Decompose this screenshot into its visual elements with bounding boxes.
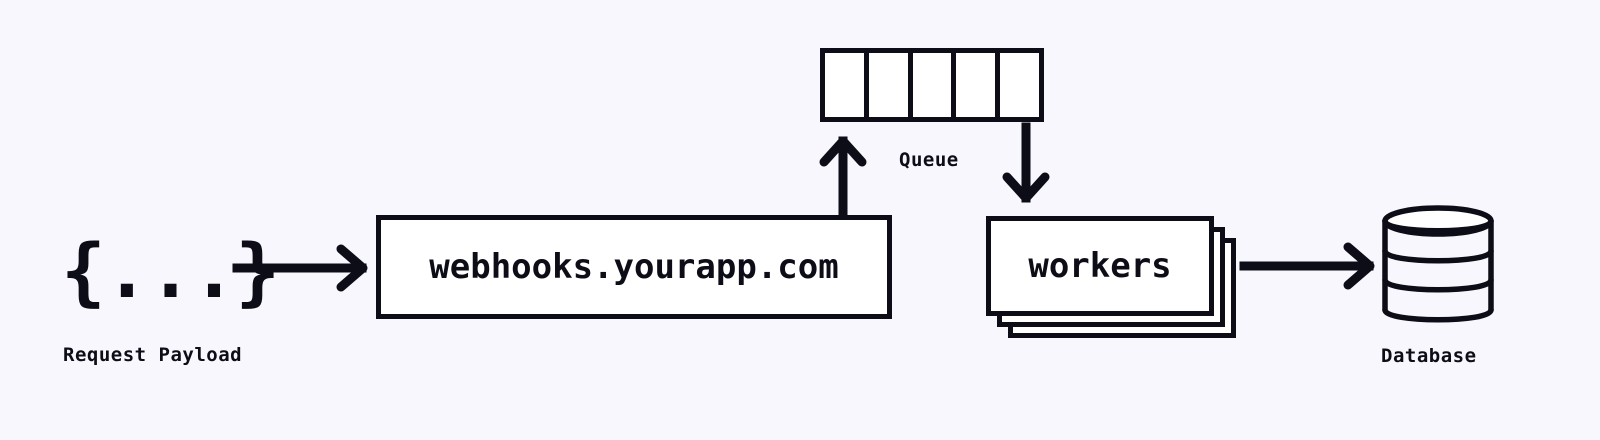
workers-stack[interactable]: workers (986, 216, 1236, 341)
json-braces-icon: {...} (61, 229, 280, 315)
queue-cell (825, 53, 869, 117)
queue-cell (868, 53, 913, 117)
request-payload-label: Request Payload (63, 344, 243, 366)
queue-label: Queue (899, 149, 959, 171)
database-label: Database (1381, 345, 1477, 367)
queue-box[interactable] (820, 48, 1044, 122)
queue-cell (912, 53, 957, 117)
workers-label: workers (1028, 246, 1172, 286)
arrow-workers-to-database (1239, 242, 1375, 290)
request-payload-node: {...} (60, 222, 280, 322)
database-cylinder-icon (1382, 205, 1494, 323)
worker-card-front[interactable]: workers (986, 216, 1214, 316)
webhooks-endpoint-label: webhooks.yourapp.com (429, 247, 839, 287)
webhooks-endpoint-box[interactable]: webhooks.yourapp.com (376, 215, 892, 319)
arrow-queue-to-workers (1002, 122, 1050, 203)
arrow-webhooks-to-queue (819, 136, 867, 217)
queue-cell (956, 53, 1001, 117)
database-node[interactable] (1378, 203, 1498, 328)
queue-cell (1000, 53, 1039, 117)
